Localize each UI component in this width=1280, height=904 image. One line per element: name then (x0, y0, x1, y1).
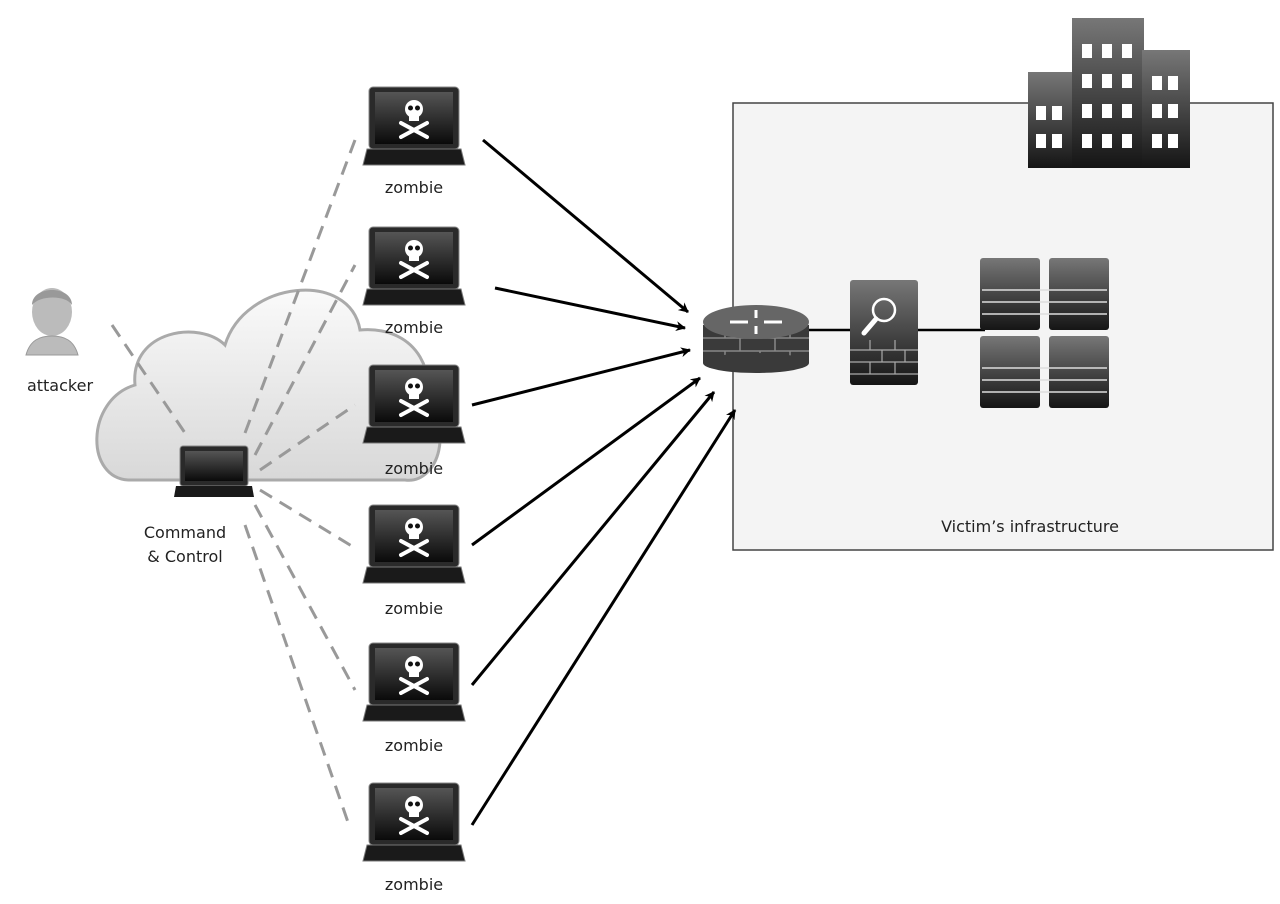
building-icon (1028, 18, 1190, 168)
zombie-label: zombie (385, 736, 443, 755)
zombie-label: zombie (385, 459, 443, 478)
cnc-label-line1: Command (144, 523, 226, 542)
router-firewall-icon (703, 305, 809, 373)
zombie-node: zombie (361, 363, 467, 478)
zombie-node: zombie (361, 85, 467, 197)
server-cluster-icon (980, 258, 1109, 408)
zombie-laptop-icon (361, 85, 467, 167)
ips-firewall-icon (850, 280, 918, 385)
zombie-laptop-icon (361, 781, 467, 863)
victim-infrastructure-label: Victim’s infrastructure (941, 517, 1119, 536)
attacker-label: attacker (27, 376, 93, 395)
zombie-node: zombie (361, 225, 467, 337)
cnc-label-line2: & Control (147, 547, 222, 566)
attacker-avatar-icon (25, 288, 79, 356)
attack-traffic-arrows (470, 138, 737, 826)
command-and-control-laptop-icon (174, 445, 254, 497)
command-links (110, 139, 357, 829)
zombie-label: zombie (385, 875, 443, 894)
zombie-laptop-icon (361, 225, 467, 307)
zombie-laptop-icon (361, 503, 467, 585)
zombie-node: zombie (361, 503, 467, 618)
zombie-laptop-icon (361, 363, 467, 445)
zombie-label: zombie (385, 599, 443, 618)
zombie-label: zombie (385, 318, 443, 337)
zombie-laptop-icon (361, 641, 467, 723)
zombie-node: zombie (361, 781, 467, 894)
zombie-node: zombie (361, 641, 467, 755)
zombie-label: zombie (385, 178, 443, 197)
